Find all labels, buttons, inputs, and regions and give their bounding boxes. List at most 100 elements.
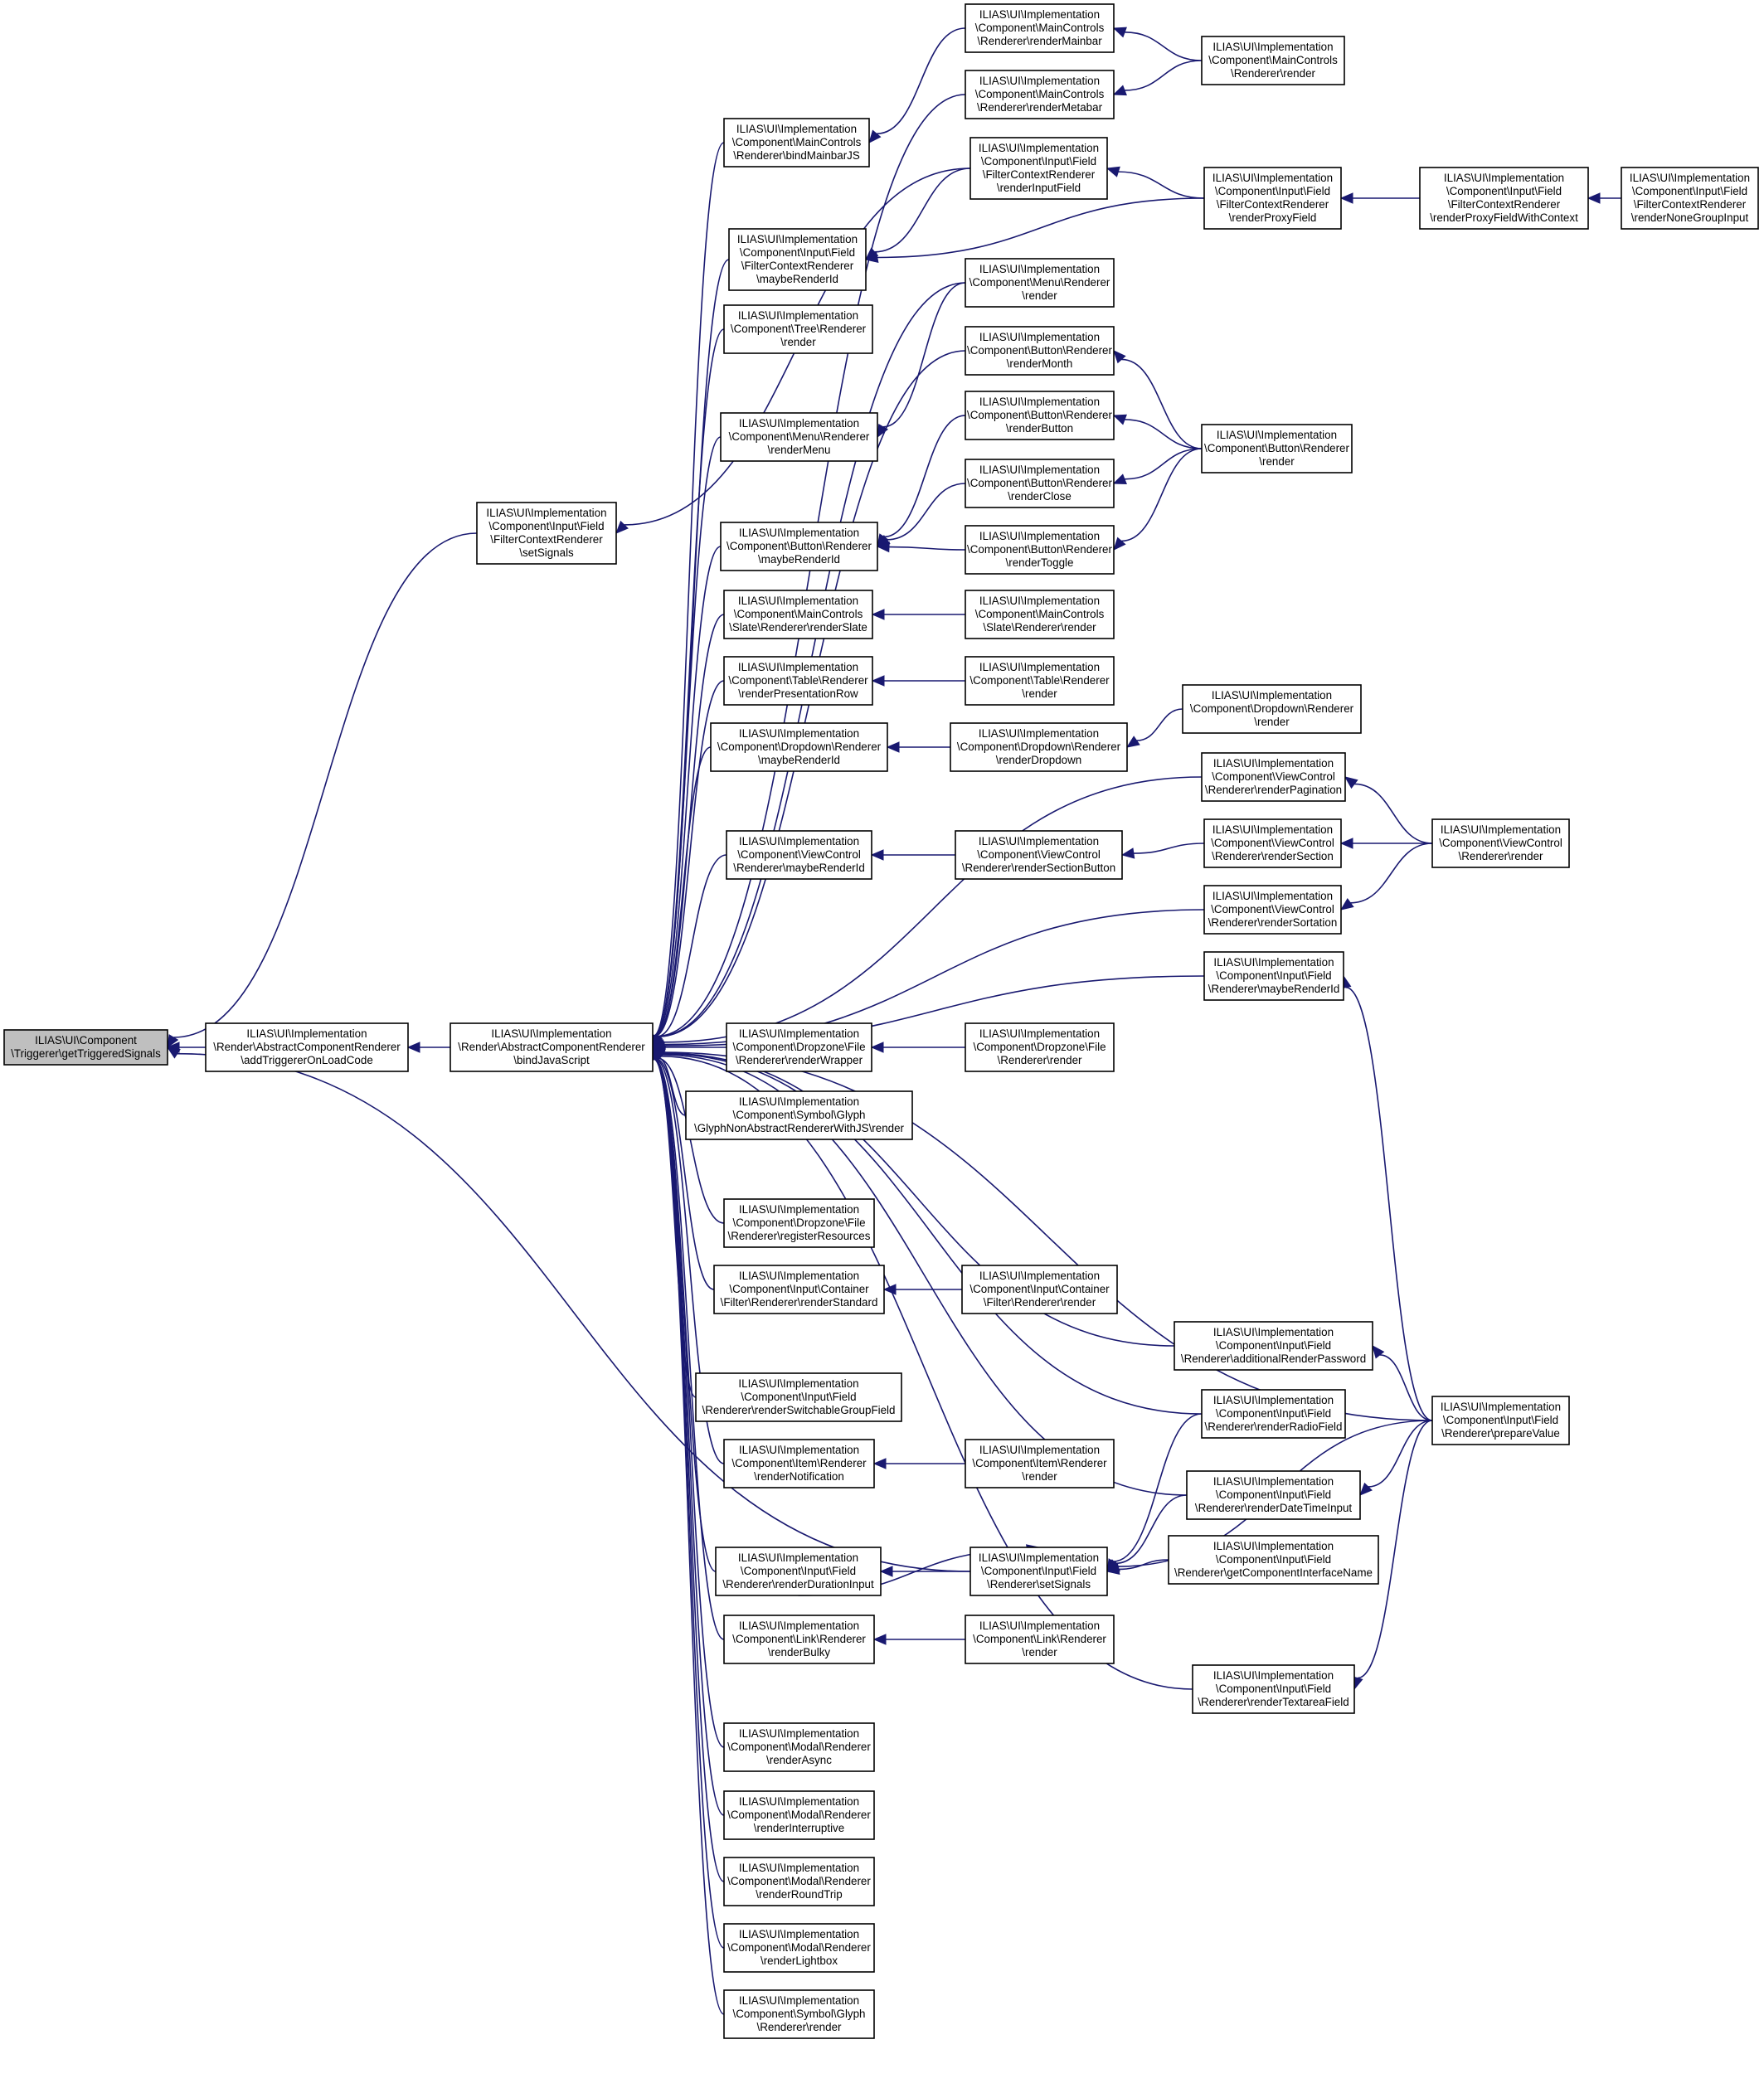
node-n59[interactable]: ILIAS\UI\Implementation\Component\Input\… <box>1621 167 1759 230</box>
node-box[interactable] <box>1431 1396 1570 1445</box>
node-n49[interactable]: ILIAS\UI\Implementation\Component\ViewCo… <box>1203 885 1342 935</box>
node-box[interactable] <box>710 722 888 772</box>
node-box[interactable] <box>723 1989 875 2039</box>
node-box[interactable] <box>723 590 873 639</box>
node-n40[interactable]: ILIAS\UI\Implementation\Component\Item\R… <box>965 1439 1115 1488</box>
node-box[interactable] <box>965 459 1115 508</box>
node-n5[interactable]: ILIAS\UI\Implementation\Component\Input\… <box>728 228 867 291</box>
node-n19[interactable]: ILIAS\UI\Implementation\Component\Input\… <box>715 1547 882 1596</box>
node-n21[interactable]: ILIAS\UI\Implementation\Component\Modal\… <box>723 1722 875 1772</box>
node-box[interactable] <box>965 70 1115 119</box>
node-n52[interactable]: ILIAS\UI\Implementation\Component\Input\… <box>1201 1389 1346 1439</box>
node-n48[interactable]: ILIAS\UI\Implementation\Component\ViewCo… <box>1203 818 1342 868</box>
node-n50[interactable]: ILIAS\UI\Implementation\Component\Input\… <box>1203 951 1344 1001</box>
node-n2[interactable]: ILIAS\UI\Implementation\Component\Input\… <box>476 502 617 565</box>
node-n43[interactable]: ILIAS\UI\Implementation\Component\MainCo… <box>1201 36 1345 85</box>
node-box[interactable] <box>965 258 1115 308</box>
node-n15[interactable]: ILIAS\UI\Implementation\Component\Dropzo… <box>723 1198 875 1248</box>
node-box[interactable] <box>1201 424 1353 473</box>
node-box[interactable] <box>969 1547 1108 1596</box>
node-box[interactable] <box>1431 818 1570 868</box>
node-n14[interactable]: ILIAS\UI\Implementation\Component\Symbol… <box>685 1090 913 1140</box>
node-box[interactable] <box>476 502 617 565</box>
node-n36[interactable]: ILIAS\UI\Implementation\Component\Dropdo… <box>950 722 1128 772</box>
node-n45[interactable]: ILIAS\UI\Implementation\Component\Button… <box>1201 424 1353 473</box>
node-n39[interactable]: ILIAS\UI\Implementation\Component\Input\… <box>961 1265 1118 1314</box>
node-box[interactable] <box>726 830 872 880</box>
node-box[interactable] <box>685 1090 913 1140</box>
node-box[interactable] <box>961 1265 1118 1314</box>
node-n13[interactable]: ILIAS\UI\Implementation\Component\Dropzo… <box>726 1022 872 1072</box>
node-n20[interactable]: ILIAS\UI\Implementation\Component\Link\R… <box>723 1615 875 1664</box>
node-box[interactable] <box>965 391 1115 440</box>
node-n1[interactable]: ILIAS\UI\Implementation\Render\AbstractC… <box>205 1022 409 1072</box>
node-box[interactable] <box>1621 167 1759 230</box>
node-n31[interactable]: ILIAS\UI\Implementation\Component\Button… <box>965 391 1115 440</box>
node-box[interactable] <box>1182 684 1362 734</box>
node-n47[interactable]: ILIAS\UI\Implementation\Component\ViewCo… <box>1201 752 1346 802</box>
node-box[interactable] <box>1186 1470 1361 1520</box>
node-n27[interactable]: ILIAS\UI\Implementation\Component\MainCo… <box>965 70 1115 119</box>
node-n33[interactable]: ILIAS\UI\Implementation\Component\Button… <box>965 525 1115 575</box>
node-box[interactable] <box>723 1439 875 1488</box>
node-box[interactable] <box>723 1857 875 1906</box>
node-n17[interactable]: ILIAS\UI\Implementation\Component\Input\… <box>695 1372 902 1422</box>
node-n41[interactable]: ILIAS\UI\Implementation\Component\Input\… <box>969 1547 1108 1596</box>
node-box[interactable] <box>965 590 1115 639</box>
node-box[interactable] <box>1203 885 1342 935</box>
node-box[interactable] <box>723 1198 875 1248</box>
node-n34[interactable]: ILIAS\UI\Implementation\Component\MainCo… <box>965 590 1115 639</box>
node-box[interactable] <box>965 656 1115 706</box>
node-box[interactable] <box>720 412 878 462</box>
node-n44[interactable]: ILIAS\UI\Implementation\Component\Input\… <box>1203 167 1342 230</box>
node-box[interactable] <box>713 1265 885 1314</box>
node-box[interactable] <box>723 656 873 706</box>
node-n4[interactable]: ILIAS\UI\Implementation\Component\MainCo… <box>723 118 870 168</box>
node-n9[interactable]: ILIAS\UI\Implementation\Component\MainCo… <box>723 590 873 639</box>
node-box[interactable] <box>723 304 873 354</box>
node-n55[interactable]: ILIAS\UI\Implementation\Component\Input\… <box>1192 1664 1355 1714</box>
node-box[interactable] <box>1168 1535 1379 1585</box>
node-box[interactable] <box>728 228 867 291</box>
node-box[interactable] <box>965 1439 1115 1488</box>
node-box[interactable] <box>1201 752 1346 802</box>
node-n11[interactable]: ILIAS\UI\Implementation\Component\Dropdo… <box>710 722 888 772</box>
node-box[interactable] <box>723 1615 875 1664</box>
node-box[interactable] <box>723 1790 875 1840</box>
node-n7[interactable]: ILIAS\UI\Implementation\Component\Menu\R… <box>720 412 878 462</box>
node-box[interactable] <box>965 1022 1115 1072</box>
node-n32[interactable]: ILIAS\UI\Implementation\Component\Button… <box>965 459 1115 508</box>
node-n28[interactable]: ILIAS\UI\Implementation\Component\Input\… <box>969 137 1108 200</box>
node-box[interactable] <box>723 1722 875 1772</box>
node-box[interactable] <box>205 1022 409 1072</box>
node-box[interactable] <box>1203 167 1342 230</box>
node-n58[interactable]: ILIAS\UI\Implementation\Component\Input\… <box>1431 1396 1570 1445</box>
node-box[interactable] <box>695 1372 902 1422</box>
node-n10[interactable]: ILIAS\UI\Implementation\Component\Table\… <box>723 656 873 706</box>
node-n56[interactable]: ILIAS\UI\Implementation\Component\Input\… <box>1419 167 1589 230</box>
node-n23[interactable]: ILIAS\UI\Implementation\Component\Modal\… <box>723 1857 875 1906</box>
node-n53[interactable]: ILIAS\UI\Implementation\Component\Input\… <box>1186 1470 1361 1520</box>
node-n25[interactable]: ILIAS\UI\Implementation\Component\Symbol… <box>723 1989 875 2039</box>
node-n51[interactable]: ILIAS\UI\Implementation\Component\Input\… <box>1174 1321 1373 1371</box>
node-n38[interactable]: ILIAS\UI\Implementation\Component\Dropzo… <box>965 1022 1115 1072</box>
node-n12[interactable]: ILIAS\UI\Implementation\Component\ViewCo… <box>726 830 872 880</box>
node-n37[interactable]: ILIAS\UI\Implementation\Component\ViewCo… <box>955 830 1123 880</box>
node-box[interactable] <box>720 522 878 571</box>
node-box[interactable] <box>1419 167 1589 230</box>
node-box[interactable] <box>1201 36 1345 85</box>
node-n35[interactable]: ILIAS\UI\Implementation\Component\Table\… <box>965 656 1115 706</box>
node-box[interactable] <box>1192 1664 1355 1714</box>
node-n22[interactable]: ILIAS\UI\Implementation\Component\Modal\… <box>723 1790 875 1840</box>
node-box[interactable] <box>965 326 1115 376</box>
node-box[interactable] <box>723 118 870 168</box>
node-n29[interactable]: ILIAS\UI\Implementation\Component\Menu\R… <box>965 258 1115 308</box>
node-n16[interactable]: ILIAS\UI\Implementation\Component\Input\… <box>713 1265 885 1314</box>
node-box[interactable] <box>3 1029 168 1066</box>
node-box[interactable] <box>950 722 1128 772</box>
node-n0[interactable]: ILIAS\UI\Component\Triggerer\getTriggere… <box>3 1029 168 1066</box>
node-box[interactable] <box>1201 1389 1346 1439</box>
node-n42[interactable]: ILIAS\UI\Implementation\Component\Link\R… <box>965 1615 1115 1664</box>
node-n8[interactable]: ILIAS\UI\Implementation\Component\Button… <box>720 522 878 571</box>
node-n18[interactable]: ILIAS\UI\Implementation\Component\Item\R… <box>723 1439 875 1488</box>
